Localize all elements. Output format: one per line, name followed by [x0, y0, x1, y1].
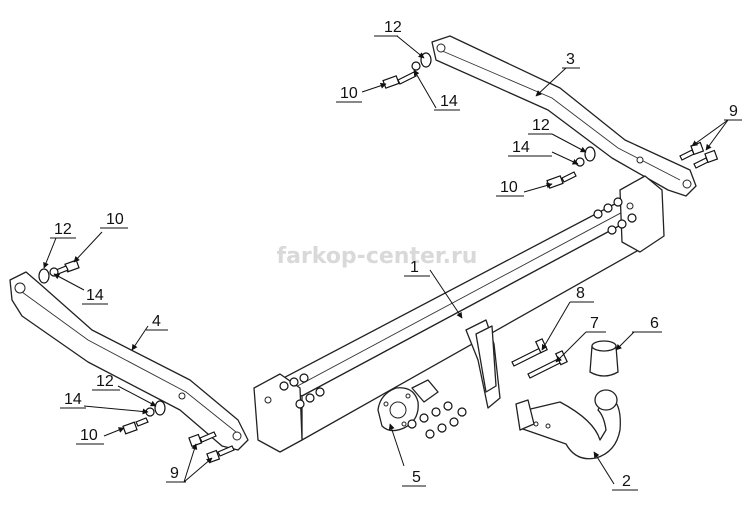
socket-plate: [377, 387, 419, 432]
lock-washer-14-top: [411, 61, 421, 71]
callout-labels: 12 10 14 3 9 12 14 10 10 12 14 1 4 12 14…: [50, 19, 742, 491]
nut-group-right: [593, 197, 637, 235]
callout-6: 6: [650, 315, 659, 332]
bolt-10-left-bottom: [122, 417, 149, 435]
callout-3: 3: [566, 51, 575, 68]
lock-washer-14-left-top: [49, 267, 59, 277]
callout-2: 2: [622, 473, 631, 490]
washer-12-right: [584, 146, 596, 162]
bolts-9-right: [679, 141, 719, 169]
bolt-10-right: [546, 171, 577, 189]
callout-1: 1: [410, 259, 419, 276]
callout-14-top: 14: [440, 93, 458, 110]
callout-14-left: 14: [86, 287, 104, 304]
callout-14-left-bottom: 14: [64, 391, 82, 408]
callout-8: 8: [576, 285, 585, 302]
lock-washer-14-right: [575, 157, 585, 167]
callout-12-top: 12: [384, 19, 402, 36]
callout-10-right: 10: [500, 179, 518, 196]
leader-lines: [43, 35, 729, 485]
bolt-10-top: [382, 71, 417, 89]
side-bracket-left: [9, 271, 249, 451]
callout-10-top: 10: [340, 85, 358, 102]
washer-12-left-bottom: [154, 400, 166, 416]
watermark: farkop-center.ru: [277, 244, 478, 269]
callout-12-right: 12: [532, 117, 550, 134]
callout-5: 5: [412, 469, 421, 486]
callout-7: 7: [590, 315, 599, 332]
callout-9-left: 9: [170, 465, 179, 482]
nut-group-centre: [407, 401, 467, 439]
tow-ball-neck: [515, 389, 621, 460]
nut-group-left: [279, 373, 325, 409]
callout-4: 4: [152, 313, 161, 330]
washer-12-left-top: [38, 268, 50, 284]
callout-12-left-bottom: 12: [96, 373, 114, 390]
callout-9-right: 9: [729, 103, 738, 120]
callout-10-left-bottom: 10: [80, 427, 98, 444]
bolt-8: [511, 338, 548, 367]
washer-12-top: [420, 52, 432, 68]
callout-10-left: 10: [106, 211, 124, 228]
side-bracket-right: [431, 35, 697, 197]
ball-cover: [589, 340, 619, 377]
main-crossbar: [253, 175, 665, 453]
callout-14-right: 14: [512, 139, 530, 156]
bolt-10-left-top: [55, 259, 80, 275]
callout-12-left: 12: [54, 221, 72, 238]
